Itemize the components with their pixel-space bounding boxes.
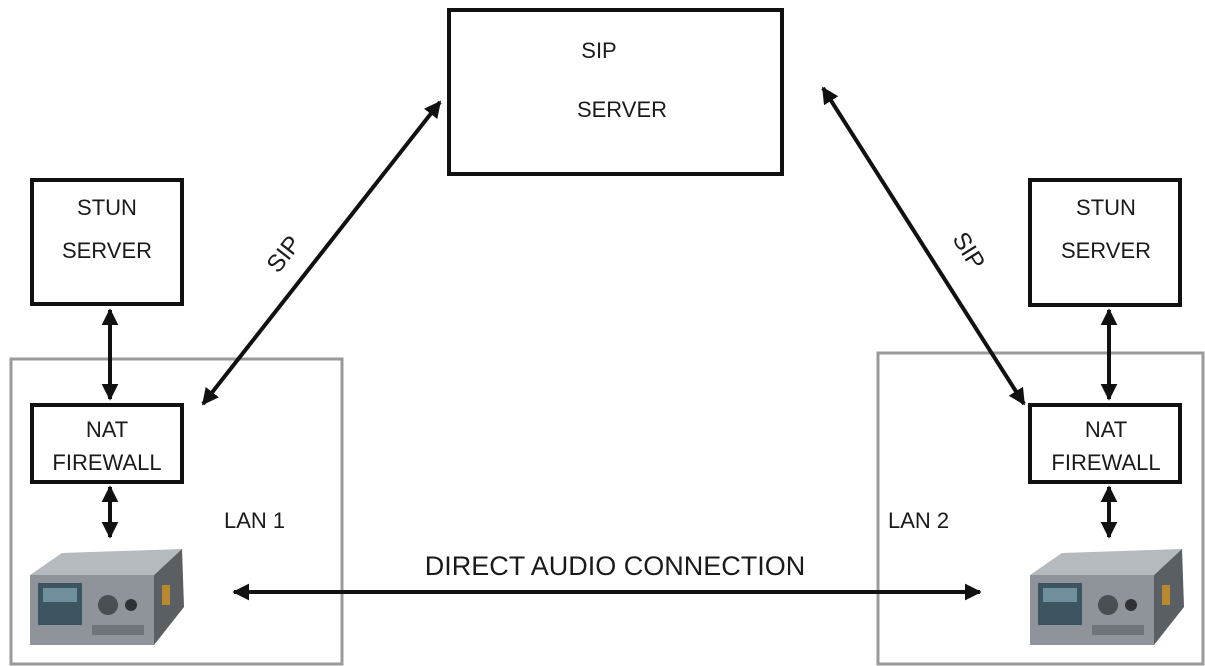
stun-server-right-line2: SERVER	[1061, 238, 1151, 263]
lan-2-label: LAN 2	[888, 508, 949, 533]
nat-firewall-left-line1: NAT	[86, 417, 128, 442]
lan-2-area	[876, 351, 1205, 666]
audio-codec-device-right	[1030, 549, 1184, 645]
direct-audio-label: DIRECT AUDIO CONNECTION	[425, 551, 806, 581]
sip-link-right-label: SIP	[947, 227, 990, 274]
sip-link-left-label: SIP	[262, 231, 307, 278]
nat-firewall-left-line2: FIREWALL	[52, 450, 161, 475]
stun-server-left-line2: SERVER	[62, 238, 152, 263]
audio-codec-device-left	[30, 549, 184, 645]
sip-link-left-arrow	[201, 100, 442, 406]
sip-server-label-line1: SIP	[581, 38, 616, 63]
stun-server-left-box	[30, 178, 184, 306]
nat-firewall-right-box	[1028, 403, 1182, 484]
sip-link-right-arrow	[821, 86, 1026, 406]
sip-server-label-line2: SERVER	[577, 97, 667, 122]
stun-server-right-box	[1028, 178, 1182, 307]
nat-firewall-left-box	[30, 403, 184, 484]
stun-server-right-line1: STUN	[1076, 195, 1136, 220]
nat-firewall-right-line2: FIREWALL	[1051, 450, 1160, 475]
lan-1-label: LAN 1	[224, 508, 285, 533]
lan-1-area	[9, 357, 344, 666]
nat-firewall-right-line1: NAT	[1085, 417, 1127, 442]
sip-server-box	[447, 8, 784, 176]
stun-server-left-line1: STUN	[77, 195, 137, 220]
